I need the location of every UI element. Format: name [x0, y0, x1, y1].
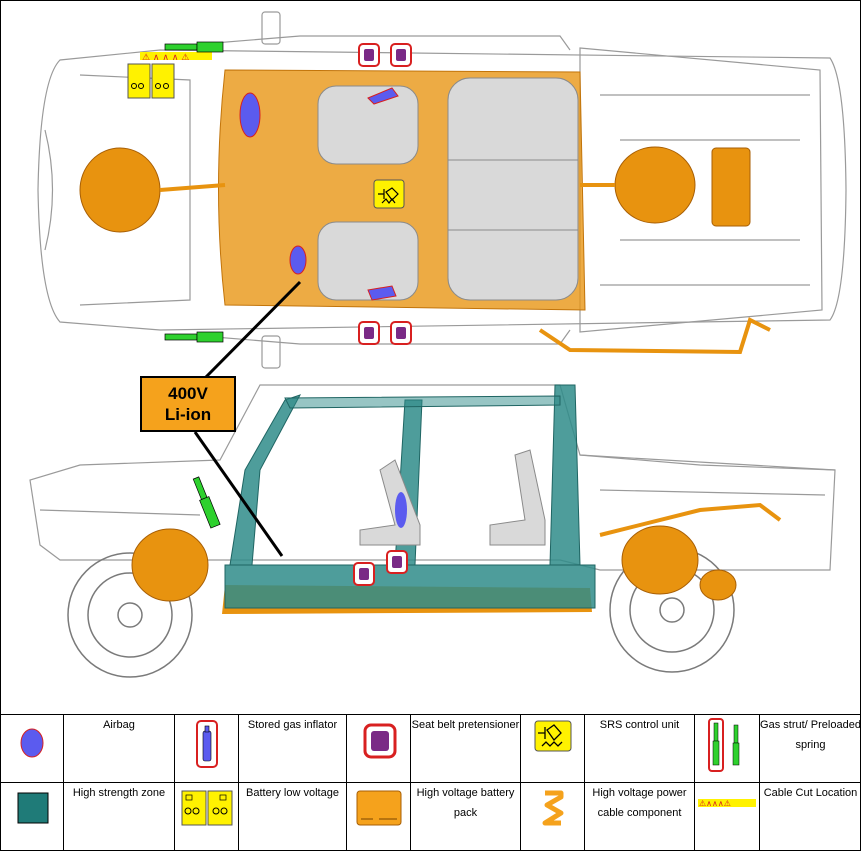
srs-control-unit-icon	[373, 179, 405, 209]
high-voltage-cable-icon	[542, 790, 563, 826]
legend-icon-cell	[520, 714, 585, 783]
battery-callout: 400V Li-ion	[140, 376, 236, 432]
legend-label: SRS control unit	[584, 714, 695, 783]
legend-label: High voltage battery pack	[410, 782, 521, 851]
gas-struts-top	[164, 41, 224, 343]
legend-row: High strength zone Battery low voltage H…	[0, 782, 861, 851]
legend-icon-cell	[694, 714, 760, 783]
callout-leader-lines	[193, 280, 302, 557]
svg-text:⚠ ∧ ∧ ∧ ⚠: ⚠ ∧ ∧ ∧ ⚠	[142, 53, 189, 63]
gas-strut-side	[192, 476, 221, 529]
battery-low-voltage-top	[127, 63, 175, 99]
legend-icon-cell	[174, 782, 239, 851]
drive-units-top	[79, 146, 751, 233]
legend-label: Airbag	[63, 714, 175, 783]
callout-voltage: 400V	[168, 384, 208, 403]
legend-icon-cell	[346, 782, 411, 851]
legend-icon-cell: ⚠∧∧∧⚠	[694, 782, 760, 851]
legend-icon-cell	[174, 714, 239, 783]
legend-table: Airbag Stored gas inflator Seat belt pre…	[0, 714, 861, 851]
airbag-icon	[395, 492, 407, 528]
legend-icon-cell	[0, 714, 64, 783]
airbag-icon	[239, 92, 261, 138]
high-strength-zone-icon	[17, 792, 49, 824]
stored-gas-inflator-icon	[367, 87, 399, 105]
seat-belt-pretensioner-icon	[363, 723, 396, 759]
legend-label: High strength zone	[63, 782, 175, 851]
callout-chemistry: Li-ion	[164, 405, 212, 424]
seats-top	[317, 77, 579, 301]
legend-label: Seat belt pretensioner	[410, 714, 521, 783]
vehicle-rescue-diagram: ⚠ ∧ ∧ ∧ ⚠	[29, 11, 847, 678]
svg-text:⚠∧∧∧⚠: ⚠∧∧∧⚠	[699, 799, 731, 808]
legend-row: Airbag Stored gas inflator Seat belt pre…	[0, 714, 861, 783]
airbags-top	[239, 87, 399, 301]
airbag-icon	[20, 728, 44, 758]
hv-cable-side	[599, 502, 782, 537]
legend-icon-cell	[520, 782, 585, 851]
hv-cables-top	[159, 183, 771, 355]
legend-label: Stored gas inflator	[238, 714, 347, 783]
legend-icon-cell	[346, 714, 411, 783]
legend-icon-cell	[0, 782, 64, 851]
drive-units-side	[131, 525, 737, 602]
cable-cut-location-icon: ⚠∧∧∧⚠	[698, 799, 756, 808]
seats-side	[359, 449, 546, 546]
legend-label: High voltage power cable component	[584, 782, 695, 851]
legend-label: Battery low voltage	[238, 782, 347, 851]
side-view-vehicle	[29, 384, 836, 571]
legend-label: Cable Cut Location	[759, 782, 861, 851]
legend-label: Gas strut/ Preloaded spring	[759, 714, 861, 783]
gas-strut-icon	[708, 718, 740, 772]
pretensioners-top	[358, 43, 412, 345]
high-voltage-battery-pack-icon	[356, 790, 401, 826]
battery-low-voltage-icon	[181, 790, 232, 826]
cable-cut-location-top: ⚠ ∧ ∧ ∧ ⚠	[140, 52, 212, 63]
stored-gas-inflator-icon	[195, 720, 218, 768]
pretensioners-side	[353, 550, 408, 586]
srs-control-unit-icon	[534, 720, 571, 752]
stored-gas-inflator-icon	[367, 285, 397, 301]
airbag-icon	[289, 245, 307, 275]
